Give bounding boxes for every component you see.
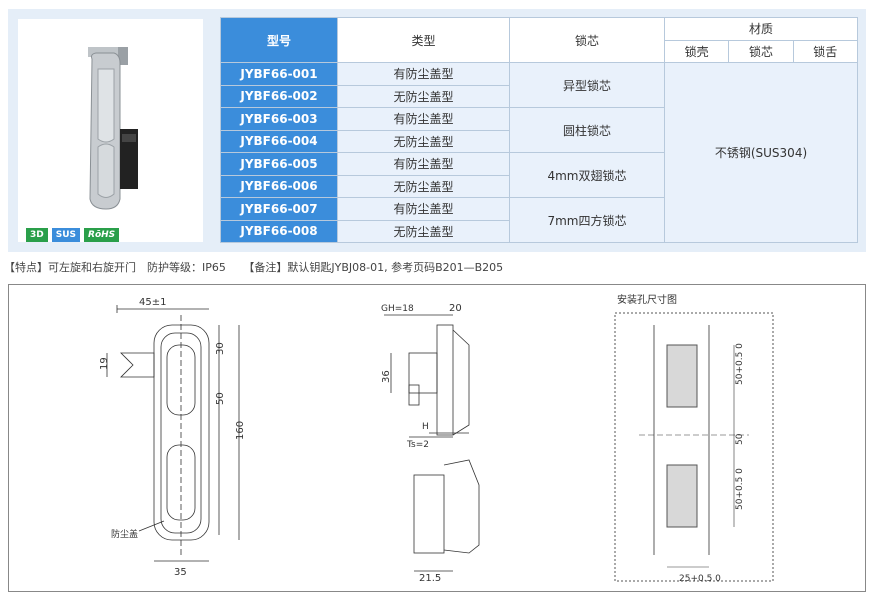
dim-cutout-25: 25+0.5 0 — [679, 574, 721, 584]
dim-50: 50 — [215, 392, 226, 405]
header-model: 型号 — [220, 17, 338, 63]
dim-gh: GH=18 — [381, 304, 414, 314]
table-row: JYBF66-001 有防尘盖型 异型锁芯 不锈钢(SUS304) — [220, 62, 858, 243]
core-cell: 异型锁芯 — [509, 62, 665, 108]
remark-note: 【备注】默认钥匙JYBJ08-01, 参考页码B201—B205 — [243, 261, 504, 274]
table-row: JYBF66-004 无防尘盖型 — [220, 129, 858, 153]
cutout-title: 安装孔尺寸图 — [617, 293, 677, 306]
notes-line: 【特点】可左旋和右旋开门 防护等级：IP65 【备注】默认钥匙JYBJ08-01… — [4, 259, 517, 275]
table-row: JYBF66-008 无防尘盖型 — [220, 219, 858, 243]
front-view — [106, 305, 240, 562]
dim-160: 160 — [235, 421, 246, 440]
dim-36: 36 — [381, 370, 392, 383]
type-cell: 无防尘盖型 — [337, 129, 510, 153]
side-view — [384, 314, 480, 572]
dim-19: 19 — [99, 357, 110, 370]
core-cell: 圆柱锁芯 — [509, 107, 665, 153]
model-cell: JYBF66-006 — [220, 174, 338, 198]
type-cell: 有防尘盖型 — [337, 197, 510, 221]
badge-rohs: RōHS — [84, 228, 120, 242]
type-cell: 有防尘盖型 — [337, 62, 510, 86]
dim-45: 45±1 — [139, 297, 166, 308]
table-row: JYBF66-006 无防尘盖型 — [220, 174, 858, 198]
header-core: 锁芯 — [509, 17, 665, 63]
header-core-sub: 锁芯 — [728, 39, 794, 63]
dim-ts: Ts=2 — [406, 440, 429, 450]
dim-cutout-50b: 50+0.5 0 — [735, 468, 745, 510]
type-cell: 有防尘盖型 — [337, 152, 510, 176]
type-cell: 无防尘盖型 — [337, 84, 510, 108]
model-cell: JYBF66-002 — [220, 84, 338, 108]
model-cell: JYBF66-008 — [220, 219, 338, 243]
table-row: JYBF66-005 有防尘盖型 4mm双翅锁芯 — [220, 152, 858, 198]
core-cell: 7mm四方锁芯 — [509, 197, 665, 243]
badge-3d: 3D — [26, 228, 48, 242]
header-shell: 锁壳 — [663, 39, 730, 63]
cutout-view — [614, 312, 774, 582]
model-cell: JYBF66-004 — [220, 129, 338, 153]
dim-35: 35 — [174, 567, 187, 578]
dim-20: 20 — [449, 303, 462, 314]
dim-cutout-50: 50 — [735, 433, 745, 445]
header-material: 材质 — [664, 17, 858, 41]
model-cell: JYBF66-001 — [220, 62, 338, 86]
dim-cutout-50a: 50+0.5 0 — [735, 343, 745, 385]
product-photo — [18, 19, 203, 242]
certification-badges: 3D SUS RōHS — [26, 228, 120, 242]
dim-21-5: 21.5 — [419, 573, 441, 584]
drawing-svg: 45±1 19 30 50 160 35 防尘盖 GH=18 20 36 H T… — [99, 293, 774, 584]
type-cell: 有防尘盖型 — [337, 107, 510, 131]
header-type: 类型 — [337, 17, 510, 63]
table-row: JYBF66-003 有防尘盖型 圆柱锁芯 — [220, 107, 858, 153]
spec-table: 型号 类型 锁芯 材质 锁壳 锁芯 锁舌 JYBF66-001 有防尘盖型 异型… — [220, 17, 859, 243]
material-cell: 不锈钢(SUS304) — [664, 62, 858, 243]
product-panel: 3D SUS RōHS 型号 类型 锁芯 材质 锁壳 锁芯 锁舌 JYBF66-… — [8, 9, 866, 252]
features-note: 【特点】可左旋和右旋开门 防护等级：IP65 — [4, 261, 226, 274]
table-row: JYBF66-007 有防尘盖型 7mm四方锁芯 — [220, 197, 858, 243]
model-cell: JYBF66-005 — [220, 152, 338, 176]
type-cell: 无防尘盖型 — [337, 219, 510, 243]
type-cell: 无防尘盖型 — [337, 174, 510, 198]
technical-drawing: 45±1 19 30 50 160 35 防尘盖 GH=18 20 36 H T… — [8, 284, 866, 592]
dim-30: 30 — [215, 342, 226, 355]
model-cell: JYBF66-007 — [220, 197, 338, 221]
header-tongue: 锁舌 — [792, 39, 859, 63]
badge-sus: SUS — [51, 228, 81, 242]
model-cell: JYBF66-003 — [220, 107, 338, 131]
label-dust-cover: 防尘盖 — [111, 528, 138, 540]
core-cell: 4mm双翅锁芯 — [509, 152, 665, 198]
dim-h: H — [422, 422, 429, 432]
